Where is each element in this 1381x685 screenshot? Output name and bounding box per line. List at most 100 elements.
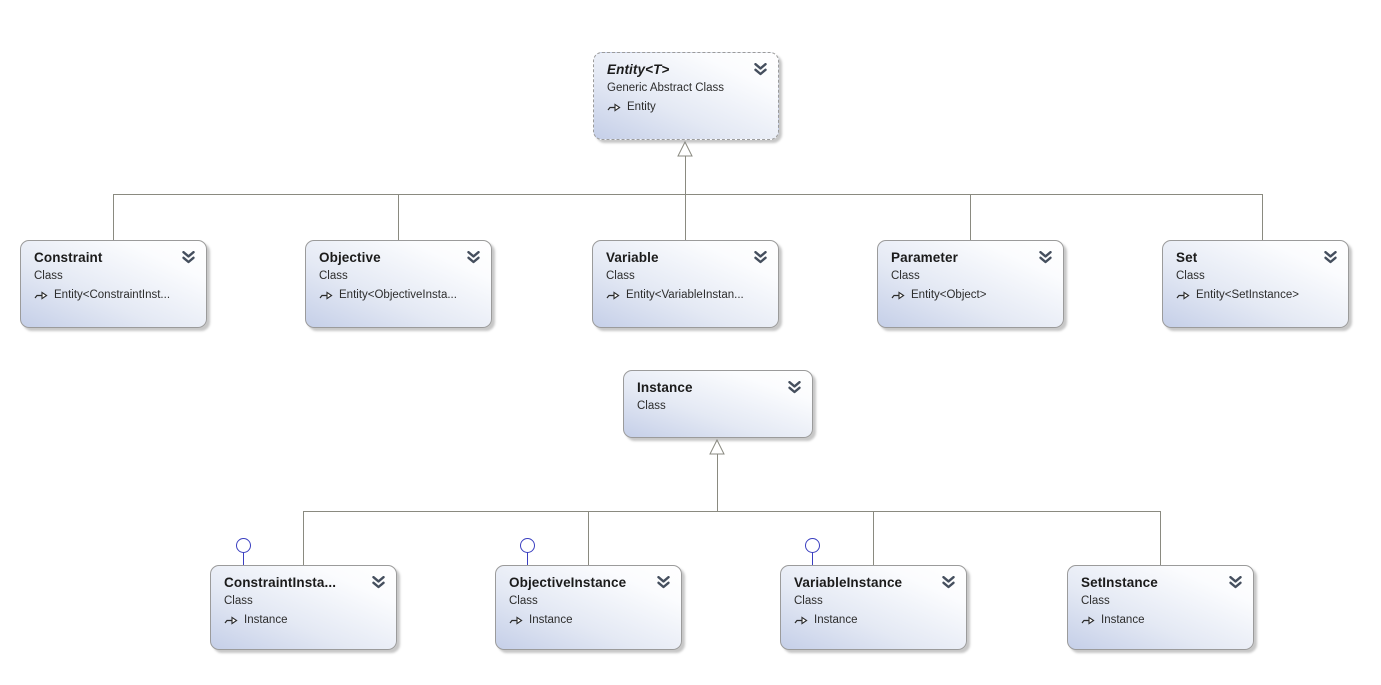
class-node-entity-t[interactable]: Entity<T> Generic Abstract Class Entity — [593, 52, 779, 140]
interface-lollipop-stem[interactable] — [811, 552, 813, 565]
chevron-double-down-icon[interactable] — [371, 576, 386, 589]
inheritance-drop-line[interactable] — [113, 194, 114, 240]
class-name: ConstraintInsta... — [224, 575, 337, 590]
inheritance-arrow-icon — [509, 615, 523, 625]
class-kind-label: Class — [606, 270, 635, 282]
chevron-double-down-icon[interactable] — [466, 251, 481, 264]
class-kind-label: Class — [637, 400, 666, 412]
inheritance-stem-line[interactable] — [717, 454, 718, 511]
class-node-objective-instance[interactable]: ObjectiveInstance Class Instance — [495, 565, 682, 650]
class-kind-label: Class — [224, 595, 253, 607]
class-kind-label: Class — [1176, 270, 1205, 282]
node-header: Objective — [319, 250, 481, 265]
inheritance-drop-line[interactable] — [1262, 194, 1263, 240]
interface-lollipop-icon[interactable] — [804, 537, 820, 553]
node-header: Set — [1176, 250, 1338, 265]
class-node-variable-instance[interactable]: VariableInstance Class Instance — [780, 565, 967, 650]
interface-lollipop-icon[interactable] — [519, 537, 535, 553]
base-type-label: Entity<ConstraintInst... — [54, 289, 171, 301]
class-node-constraint[interactable]: Constraint Class Entity<ConstraintInst..… — [20, 240, 207, 328]
inheritance-arrow-icon — [891, 290, 905, 300]
node-header: Entity<T> — [607, 62, 768, 77]
class-kind-label: Class — [794, 595, 823, 607]
inheritance-drop-line[interactable] — [1160, 511, 1161, 565]
base-type-label: Instance — [244, 614, 288, 626]
class-kind-label: Class — [509, 595, 538, 607]
base-type-row: Instance — [794, 614, 956, 626]
node-header: ConstraintInsta... — [224, 575, 386, 590]
node-header: Constraint — [34, 250, 196, 265]
inheritance-arrow-icon — [224, 615, 238, 625]
base-type-row: Entity<ConstraintInst... — [34, 289, 196, 301]
class-node-instance[interactable]: Instance Class — [623, 370, 813, 438]
base-type-row: Instance — [509, 614, 671, 626]
base-type-label: Entity<ObjectiveInsta... — [339, 289, 457, 301]
inheritance-bus-line[interactable] — [113, 194, 1263, 195]
inheritance-triangle[interactable] — [709, 438, 725, 455]
class-node-variable[interactable]: Variable Class Entity<VariableInstan... — [592, 240, 779, 328]
inheritance-drop-line[interactable] — [970, 194, 971, 240]
interface-lollipop-stem[interactable] — [526, 552, 528, 565]
interface-lollipop-icon[interactable] — [235, 537, 251, 553]
interface-lollipop-stem[interactable] — [242, 552, 244, 565]
base-type-row: Instance — [224, 614, 386, 626]
class-name: Parameter — [891, 250, 958, 265]
inheritance-triangle[interactable] — [677, 140, 693, 157]
base-type-label: Entity — [627, 101, 656, 113]
base-type-row: Entity<Object> — [891, 289, 1053, 301]
class-name: Set — [1176, 250, 1198, 265]
chevron-double-down-icon[interactable] — [181, 251, 196, 264]
chevron-double-down-icon[interactable] — [787, 381, 802, 394]
node-header: VariableInstance — [794, 575, 956, 590]
class-name: Variable — [606, 250, 659, 265]
base-type-label: Instance — [814, 614, 858, 626]
chevron-double-down-icon[interactable] — [1038, 251, 1053, 264]
class-kind-label: Class — [34, 270, 63, 282]
chevron-double-down-icon[interactable] — [1228, 576, 1243, 589]
class-name: Objective — [319, 250, 381, 265]
base-type-label: Instance — [1101, 614, 1145, 626]
chevron-double-down-icon[interactable] — [1323, 251, 1338, 264]
class-name: VariableInstance — [794, 575, 903, 590]
class-node-set-instance[interactable]: SetInstance Class Instance — [1067, 565, 1254, 650]
class-kind-label: Class — [319, 270, 348, 282]
inheritance-arrow-icon — [794, 615, 808, 625]
inheritance-arrow-icon — [1176, 290, 1190, 300]
class-node-objective[interactable]: Objective Class Entity<ObjectiveInsta... — [305, 240, 492, 328]
base-type-label: Entity<VariableInstan... — [626, 289, 744, 301]
node-header: SetInstance — [1081, 575, 1243, 590]
base-type-row: Entity — [607, 101, 768, 113]
inheritance-drop-line[interactable] — [588, 511, 589, 565]
class-kind-label: Generic Abstract Class — [607, 82, 724, 94]
chevron-double-down-icon[interactable] — [941, 576, 956, 589]
inheritance-bus-line[interactable] — [303, 511, 1161, 512]
inheritance-drop-line[interactable] — [685, 194, 686, 240]
class-node-set[interactable]: Set Class Entity<SetInstance> — [1162, 240, 1349, 328]
inheritance-drop-line[interactable] — [873, 511, 874, 565]
class-name: Entity<T> — [607, 62, 670, 77]
base-type-row: Entity<VariableInstan... — [606, 289, 768, 301]
class-name: Instance — [637, 380, 693, 395]
node-header: Instance — [637, 380, 802, 395]
base-type-row: Instance — [1081, 614, 1243, 626]
class-name: Constraint — [34, 250, 103, 265]
base-type-row: Entity<ObjectiveInsta... — [319, 289, 481, 301]
inheritance-stem-line[interactable] — [685, 156, 686, 194]
inheritance-arrow-icon — [606, 290, 620, 300]
inheritance-drop-line[interactable] — [398, 194, 399, 240]
inheritance-arrow-icon — [319, 290, 333, 300]
inheritance-drop-line[interactable] — [303, 511, 304, 565]
base-type-label: Entity<Object> — [911, 289, 987, 301]
node-header: Parameter — [891, 250, 1053, 265]
base-type-label: Entity<SetInstance> — [1196, 289, 1299, 301]
node-header: Variable — [606, 250, 768, 265]
chevron-double-down-icon[interactable] — [753, 63, 768, 76]
chevron-double-down-icon[interactable] — [656, 576, 671, 589]
node-header: ObjectiveInstance — [509, 575, 671, 590]
class-node-constraint-instance[interactable]: ConstraintInsta... Class Instance — [210, 565, 397, 650]
chevron-double-down-icon[interactable] — [753, 251, 768, 264]
inheritance-arrow-icon — [34, 290, 48, 300]
class-node-parameter[interactable]: Parameter Class Entity<Object> — [877, 240, 1064, 328]
class-kind-label: Class — [1081, 595, 1110, 607]
